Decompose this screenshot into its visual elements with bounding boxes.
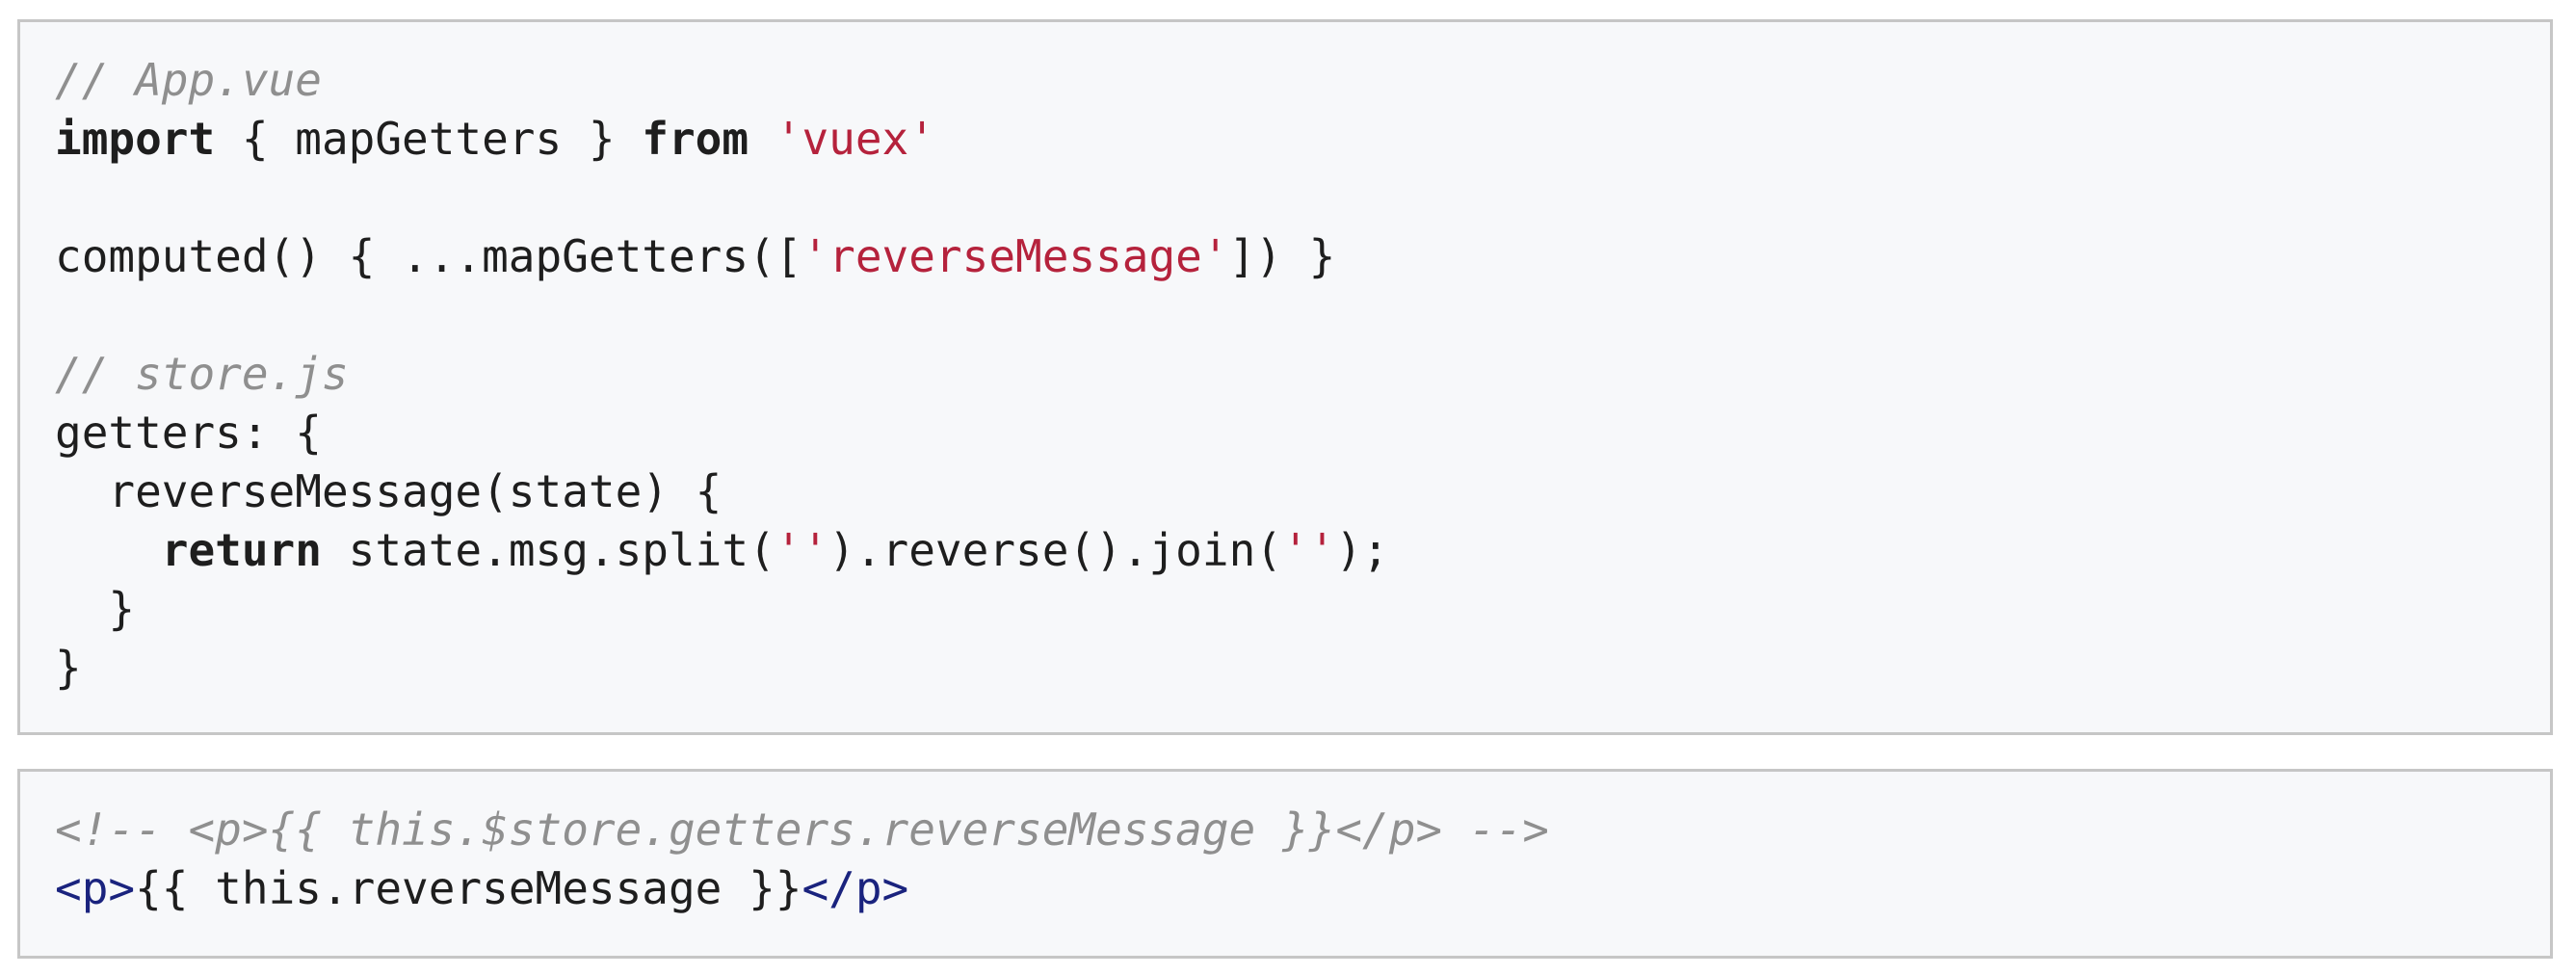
computed-suffix: ]) } — [1228, 230, 1336, 282]
method-signature: reverseMessage(state) { — [55, 465, 723, 517]
keyword-import: import — [55, 113, 216, 165]
close-brace-inner: } — [55, 583, 136, 635]
computed-prefix: computed() { ...mapGetters([ — [55, 230, 802, 282]
string-empty-1: '' — [775, 524, 829, 576]
code-block-store-getters: // App.vue import { mapGetters } from 'v… — [17, 19, 2553, 735]
code-line-return: return state.msg.split('').reverse().joi… — [55, 521, 2550, 580]
comment-token: <!-- <p>{{ this.$store.getters.reverseMe… — [55, 804, 1549, 856]
return-expr-b: ).reverse().join( — [828, 524, 1282, 576]
keyword-from: from — [642, 113, 749, 165]
code-line-method: reverseMessage(state) { — [55, 462, 2550, 521]
string-reverse-message: 'reverseMessage' — [802, 230, 1229, 282]
code-block-template: <!-- <p>{{ this.$store.getters.reverseMe… — [17, 769, 2553, 959]
comment-token: // App.vue — [55, 54, 322, 106]
comment-token: // store.js — [55, 348, 349, 400]
import-specifier: { mapGetters } — [215, 113, 643, 165]
close-brace-outer: } — [55, 642, 82, 694]
string-vuex: 'vuex' — [775, 113, 935, 165]
string-empty-2: '' — [1281, 524, 1336, 576]
whitespace-token — [749, 113, 775, 165]
code-line-import: import { mapGetters } from 'vuex' — [55, 110, 2550, 169]
code-line-close-inner: } — [55, 580, 2550, 639]
code-line-comment-app: // App.vue — [55, 51, 2550, 110]
return-expr-c: ); — [1335, 524, 1389, 576]
code-line-computed: computed() { ...mapGetters(['reverseMess… — [55, 227, 2550, 286]
keyword-return: return — [161, 524, 322, 576]
tag-p-close: </p> — [802, 862, 909, 914]
code-line-html-comment: <!-- <p>{{ this.$store.getters.reverseMe… — [55, 801, 2550, 859]
tag-p-open: <p> — [55, 862, 136, 914]
getters-open: getters: { — [55, 407, 322, 459]
code-line-blank — [55, 286, 2550, 345]
code-line-comment-store: // store.js — [55, 345, 2550, 404]
code-line-close-outer: } — [55, 639, 2550, 698]
mustache-expression: {{ this.reverseMessage }} — [135, 862, 802, 914]
indent-token — [55, 524, 162, 576]
code-line-blank — [55, 169, 2550, 227]
return-expr-a: state.msg.split( — [321, 524, 775, 576]
code-line-getters: getters: { — [55, 404, 2550, 462]
code-line-paragraph: <p>{{ this.reverseMessage }}</p> — [55, 859, 2550, 918]
